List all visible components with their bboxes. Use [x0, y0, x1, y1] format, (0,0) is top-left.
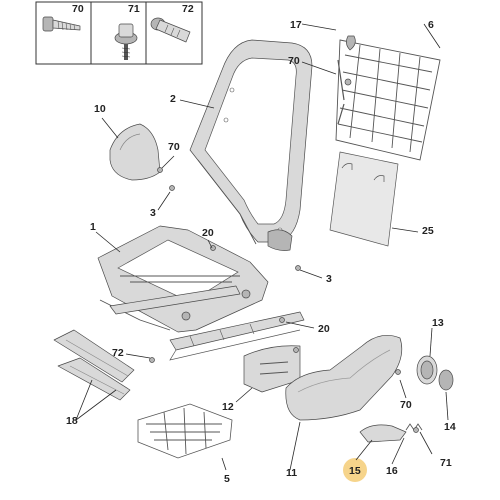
callout-12: 12 [222, 401, 234, 413]
seat-rails [109, 285, 305, 361]
small-fasteners [149, 185, 419, 433]
adjust-lever [359, 424, 407, 443]
callout-20-a: 20 [202, 227, 214, 239]
callout-6: 6 [428, 19, 434, 31]
legend-ref-71: 71 [128, 3, 140, 15]
callout-70-c: 70 [400, 399, 412, 411]
callout-11: 11 [286, 467, 297, 479]
rail-trims [53, 329, 135, 401]
mounting-bracket [243, 345, 301, 393]
knob-cover-cap [438, 369, 454, 391]
callout-15: 15 [349, 465, 361, 477]
side-trim-cover [109, 123, 163, 181]
callout-18: 18 [66, 415, 78, 427]
seat-side-shield [285, 335, 403, 421]
callout-13: 13 [432, 317, 444, 329]
legend-ref-72: 72 [182, 3, 194, 15]
callout-5: 5 [224, 473, 230, 485]
callout-25: 25 [422, 225, 434, 237]
backrest-spring-mat [335, 35, 441, 161]
callout-71: 71 [440, 457, 452, 469]
backrest-frame [189, 39, 313, 251]
callout-70-b: 70 [168, 141, 180, 153]
callout-70-a: 70 [288, 55, 300, 67]
callout-72: 72 [112, 347, 124, 359]
callout-3-b: 3 [326, 273, 332, 285]
callout-1: 1 [90, 221, 96, 233]
callout-14: 14 [444, 421, 456, 433]
fastener-legend: 70 71 72 [35, 1, 203, 65]
callout-2: 2 [170, 93, 176, 105]
seat-heater-mat [137, 403, 233, 459]
legend-ref-70: 70 [72, 3, 84, 15]
flanged-screw-icon [114, 23, 138, 60]
callout-20-b: 20 [318, 323, 330, 335]
callout-16: 16 [386, 465, 398, 477]
callout-highlight [343, 458, 367, 482]
stud-icon [150, 17, 191, 43]
callout-10: 10 [94, 103, 106, 115]
leader-lines [75, 23, 449, 471]
backrest-rear-panel [329, 151, 399, 247]
seat-cushion-frame [97, 225, 269, 333]
screw-icon [42, 16, 81, 32]
recliner-knob [416, 355, 438, 385]
callout-17: 17 [290, 19, 302, 31]
callout-3-a: 3 [150, 207, 156, 219]
callout-labels: 17 6 70 2 10 70 3 25 1 20 3 20 72 13 12 … [66, 19, 456, 485]
